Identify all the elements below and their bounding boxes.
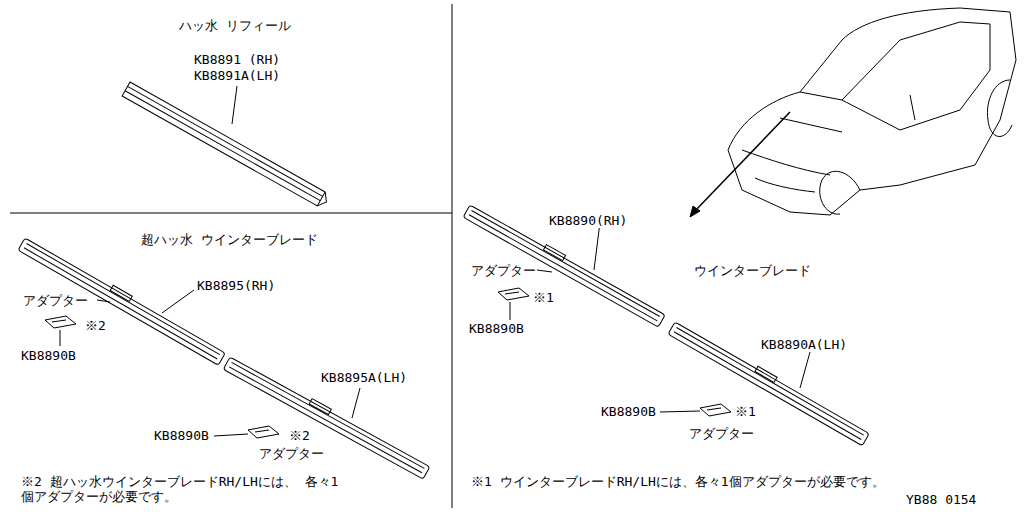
wiper-blade <box>463 202 666 327</box>
part-number: KB8891A(LH) <box>193 68 281 83</box>
part-name: アダプター <box>688 426 755 441</box>
wiper-blade <box>668 319 871 445</box>
part-name: アダプター <box>22 293 89 308</box>
footnote: ※1 ウインターブレードRH/LHには、各々1個アダプターが必要です。 <box>470 474 886 489</box>
part-number: KB8891 (RH) <box>193 52 281 67</box>
drawing-number: YB88 0154 <box>905 492 977 507</box>
part-name: アダプター <box>470 263 537 278</box>
part-number: KB8895(RH) <box>196 278 276 293</box>
section-heading: ハッ水 リフィール <box>178 18 292 33</box>
frame-line <box>452 4 453 508</box>
part-number: KB8890B <box>468 321 525 336</box>
section-heading: 超ハッ水 ウインターブレード <box>140 232 319 247</box>
car-illustration <box>728 8 1016 215</box>
leader-line <box>60 86 810 436</box>
note-mark: ※2 <box>288 428 311 443</box>
wiper-blade <box>18 235 227 365</box>
frame-line <box>10 213 452 214</box>
footnote: ※2 超ハッ水ウインターブレードRH/LHには、 各々1個アダプターが必要です。 <box>20 474 352 504</box>
part-number: KB8890(RH) <box>548 213 628 228</box>
part-name: アダプター <box>258 446 325 461</box>
part-number: KB8890B <box>20 348 77 363</box>
wiper-blade <box>223 354 431 479</box>
note-mark: ※2 <box>84 318 107 333</box>
note-mark: ※1 <box>734 404 757 419</box>
refill-strip <box>122 82 330 209</box>
note-mark: ※1 <box>532 290 555 305</box>
adapter <box>45 288 731 438</box>
position-arrow <box>694 112 790 212</box>
part-number: KB8895A(LH) <box>320 370 408 385</box>
part-number: KB8890B <box>600 404 657 419</box>
part-number: KB8890B <box>153 428 210 443</box>
arrow-head <box>690 206 700 217</box>
part-number: KB8890A(LH) <box>760 337 848 352</box>
section-heading: ウインターブレード <box>693 263 812 278</box>
